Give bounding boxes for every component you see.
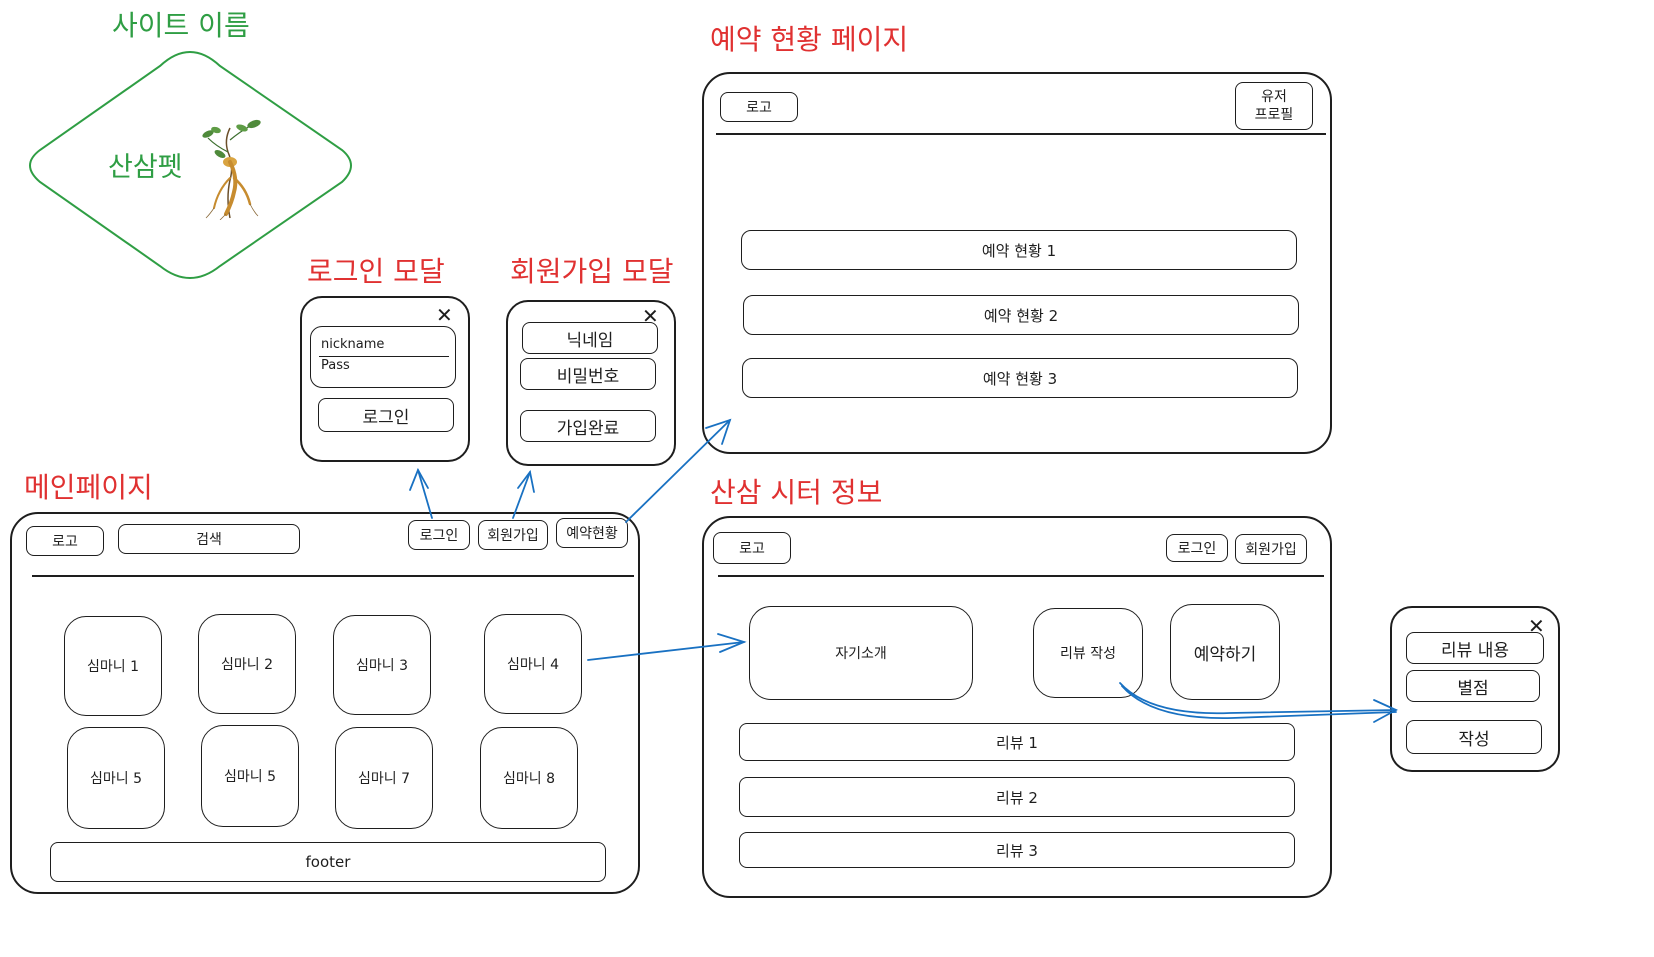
logo-button[interactable]: 로고: [720, 92, 798, 122]
sitter-info-page: 로고 로그인 회원가입 자기소개 리뷰 작성 예약하기 리뷰 1 리뷰 2 리뷰…: [702, 516, 1332, 898]
logo-button[interactable]: 로고: [26, 526, 104, 556]
sitter-card[interactable]: 심마니 5: [201, 725, 299, 827]
header-divider: [716, 133, 1326, 135]
reservation-page-title: 예약 현황 페이지: [710, 23, 909, 56]
review-modal: ✕ 리뷰 내용 별점 작성: [1390, 606, 1560, 772]
review-content-input[interactable]: 리뷰 내용: [1406, 632, 1544, 664]
password-field[interactable]: Pass: [321, 358, 350, 373]
sitter-page-title: 산삼 시터 정보: [710, 476, 883, 509]
password-input[interactable]: 비밀번호: [520, 358, 656, 390]
reservation-item[interactable]: 예약 현황 2: [743, 295, 1299, 335]
signup-submit-button[interactable]: 가입완료: [520, 410, 656, 442]
close-icon[interactable]: ✕: [436, 303, 453, 327]
sitter-card[interactable]: 심마니 1: [64, 616, 162, 716]
reservations-button[interactable]: 예약현황: [556, 518, 628, 548]
logo-name: 산삼펫: [108, 152, 183, 183]
user-profile-button[interactable]: 유저 프로필: [1235, 82, 1313, 130]
sitter-card[interactable]: 심마니 5: [67, 727, 165, 829]
site-name-title: 사이트 이름: [112, 9, 250, 42]
review-item: 리뷰 2: [739, 777, 1295, 817]
login-modal: ✕ nickname Pass 로그인: [300, 296, 470, 462]
footer: footer: [50, 842, 606, 882]
sitter-card[interactable]: 심마니 4: [484, 614, 582, 714]
signup-button[interactable]: 회원가입: [1235, 534, 1307, 564]
nickname-field[interactable]: nickname: [321, 337, 385, 352]
sitter-card[interactable]: 심마니 8: [480, 727, 578, 829]
sitter-card[interactable]: 심마니 3: [333, 615, 431, 715]
review-item: 리뷰 1: [739, 723, 1295, 761]
logo-button[interactable]: 로고: [713, 532, 791, 564]
field-divider: [319, 356, 449, 357]
main-page-title: 메인페이지: [24, 471, 153, 504]
rating-input[interactable]: 별점: [1406, 670, 1540, 702]
header-divider: [32, 575, 634, 577]
nickname-input[interactable]: 닉네임: [522, 322, 658, 354]
sitter-card[interactable]: 심마니 2: [198, 614, 296, 714]
login-button[interactable]: 로그인: [408, 520, 470, 550]
reservation-item[interactable]: 예약 현황 1: [741, 230, 1297, 270]
reservation-page: 로고 유저 프로필 예약 현황 1 예약 현황 2 예약 현황 3: [702, 72, 1332, 454]
credentials-group: nickname Pass: [310, 326, 456, 388]
write-review-button[interactable]: 리뷰 작성: [1033, 608, 1143, 698]
login-modal-title: 로그인 모달: [307, 255, 445, 288]
reserve-button[interactable]: 예약하기: [1170, 604, 1280, 700]
close-icon[interactable]: ✕: [642, 304, 659, 328]
search-input[interactable]: 검색: [118, 524, 300, 554]
login-submit-button[interactable]: 로그인: [318, 398, 454, 432]
login-button[interactable]: 로그인: [1166, 534, 1228, 562]
review-item: 리뷰 3: [739, 832, 1295, 868]
signup-button[interactable]: 회원가입: [478, 520, 548, 550]
signup-modal-title: 회원가입 모달: [510, 255, 674, 288]
ginseng-plant-icon: [202, 119, 261, 220]
reservation-item[interactable]: 예약 현황 3: [742, 358, 1298, 398]
header-divider: [718, 575, 1324, 577]
self-introduction: 자기소개: [749, 606, 973, 700]
close-icon[interactable]: ✕: [1528, 614, 1545, 638]
review-submit-button[interactable]: 작성: [1406, 720, 1542, 754]
signup-modal: ✕ 닉네임 비밀번호 가입완료: [506, 300, 676, 466]
sitter-card[interactable]: 심마니 7: [335, 727, 433, 829]
main-page: 로고 검색 로그인 회원가입 예약현황 심마니 1 심마니 2 심마니 3 심마…: [10, 512, 640, 894]
